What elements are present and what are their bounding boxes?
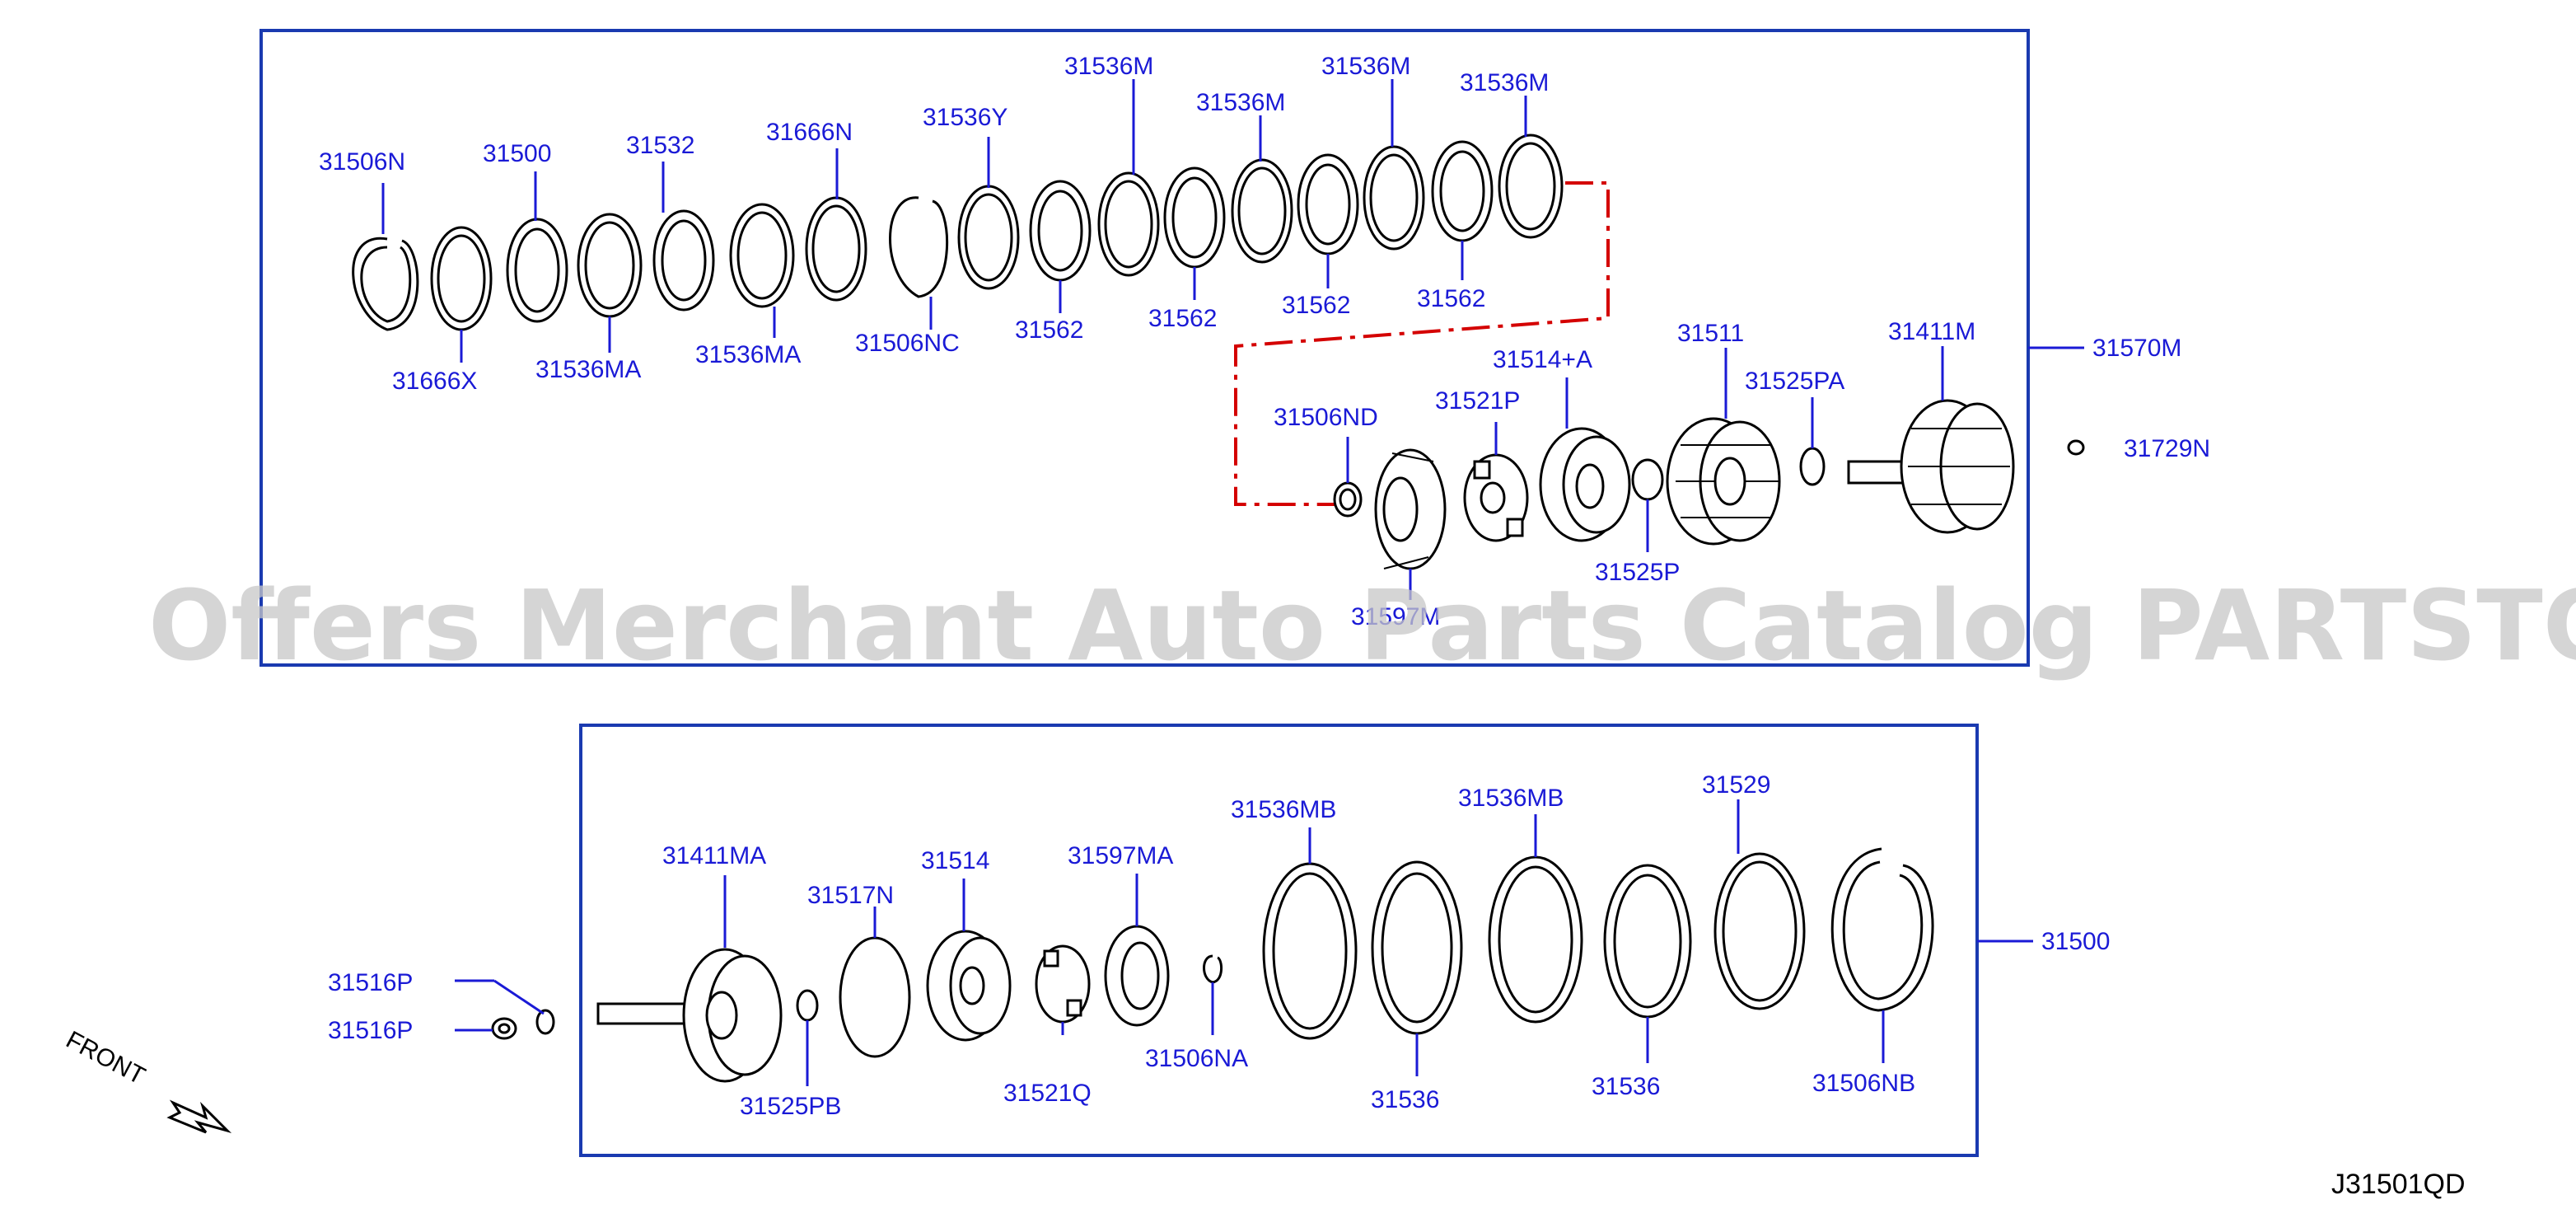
nut-31516P-b-part <box>535 1009 555 1035</box>
callout-31532: 31532 <box>626 132 694 159</box>
assembly-label-31500: 31500 <box>2041 928 2110 955</box>
assembly-label-31729N: 31729N <box>2124 435 2210 462</box>
seal-31517N-part <box>839 936 911 1058</box>
upper-ring-31500 <box>506 218 568 323</box>
callout-31517N: 31517N <box>807 882 894 909</box>
callout-31536MA-a: 31536MA <box>535 356 641 383</box>
upper-ring-31536M-a <box>1097 171 1160 277</box>
upper-ring-31536Y <box>957 185 1020 290</box>
callout-31536M-d: 31536M <box>1460 69 1549 96</box>
front-label: FRONT <box>62 1026 150 1090</box>
lower-ring-31529 <box>1713 852 1806 1010</box>
watermark-text: Offers Merchant Auto Parts Catalog PARTS… <box>148 569 2576 682</box>
drum-31514-part <box>926 930 1012 1042</box>
hub-31597MA-part <box>1104 925 1170 1027</box>
callout-31562-d: 31562 <box>1417 285 1485 312</box>
lower-ring-31536MB-b <box>1488 855 1583 1024</box>
callout-31411M: 31411M <box>1888 318 1975 345</box>
callout-31666N: 31666N <box>766 119 853 146</box>
front-arrow-icon <box>166 1099 232 1134</box>
callout-31666X: 31666X <box>392 368 477 395</box>
nut-31516P-a-part <box>491 1017 517 1040</box>
upper-ring-31506NC <box>889 196 949 298</box>
callout-31521Q: 31521Q <box>1003 1080 1092 1107</box>
o-ring-31525P-part <box>1631 458 1664 501</box>
shaft-drum-31411M-part <box>1847 399 2015 534</box>
callout-31536-b: 31536 <box>1592 1073 1660 1100</box>
callout-31536M-c: 31536M <box>1321 53 1410 80</box>
callout-31516P-b: 31516P <box>328 1017 413 1044</box>
lower-leaders <box>455 799 1885 1086</box>
callout-31506NB: 31506NB <box>1812 1070 1915 1097</box>
callout-31514A: 31514+A <box>1493 346 1592 373</box>
callout-31536MB-b: 31536MB <box>1458 785 1564 812</box>
callout-31536MA-b: 31536MA <box>695 341 801 368</box>
upper-ring-31536MA-b <box>729 203 795 308</box>
o-ring-31525PB-part <box>796 989 819 1022</box>
callout-31511: 31511 <box>1677 320 1744 347</box>
upper-ring-31536M-d <box>1498 134 1564 239</box>
lower-ring-31536MB-a <box>1262 862 1358 1040</box>
o-ring-31525PA-part <box>1799 447 1826 486</box>
callout-31525PA: 31525PA <box>1745 368 1844 395</box>
callout-31536-a: 31536 <box>1371 1086 1439 1113</box>
callout-31536M-a: 31536M <box>1064 53 1153 80</box>
hub-31597M-part <box>1374 448 1447 570</box>
callout-31411MA: 31411MA <box>662 842 766 869</box>
callout-31536MB-a: 31536MB <box>1231 796 1336 823</box>
callout-31597MA: 31597MA <box>1068 842 1173 869</box>
clutch-drum-31511-part <box>1666 417 1781 546</box>
alignment-dash-chain <box>1234 181 1610 506</box>
callout-31521P: 31521P <box>1435 387 1520 415</box>
lower-ring-31536-b <box>1603 864 1692 1019</box>
upper-ring-31666X <box>430 226 493 331</box>
upper-ring-31536MA-a <box>577 213 643 318</box>
callout-31562-b: 31562 <box>1148 305 1217 332</box>
callout-31506N: 31506N <box>319 148 405 176</box>
callout-31506ND: 31506ND <box>1274 404 1378 431</box>
upper-ring-31666N <box>805 196 867 302</box>
upper-leaders <box>381 79 1944 600</box>
lower-ring-31536-a <box>1371 860 1463 1035</box>
shaft-31411MA-part <box>596 948 783 1083</box>
snap-ring-31506NB-part <box>1830 847 1934 1012</box>
upper-ring-31562-c <box>1297 153 1359 255</box>
upper-ring-31562-b <box>1163 166 1226 269</box>
upper-ring-31536M-b <box>1231 158 1293 264</box>
callout-31529: 31529 <box>1702 771 1770 799</box>
small-ring-31506ND-part <box>1333 481 1363 518</box>
assembly-label-31570M: 31570M <box>2092 335 2181 362</box>
diagram-id: J31501QD <box>2331 1169 2466 1200</box>
callout-31536Y: 31536Y <box>923 104 1007 131</box>
small-ring-31729N-part <box>2067 439 2085 456</box>
drum-31514A-part <box>1539 427 1631 542</box>
carrier-31521P-part <box>1463 453 1529 542</box>
callout-31525PB: 31525PB <box>740 1093 841 1120</box>
callout-31514: 31514 <box>921 847 989 874</box>
upper-ring-31536M-c <box>1363 145 1425 251</box>
upper-ring-31562-a <box>1029 180 1092 282</box>
upper-ring-31532 <box>652 209 715 312</box>
callout-31597M: 31597M <box>1351 603 1440 630</box>
snap-ring-31506N-part <box>352 237 419 331</box>
carrier-31521Q-part <box>1035 944 1091 1024</box>
callout-31500: 31500 <box>483 140 551 167</box>
callout-31516P-a: 31516P <box>328 969 413 996</box>
callout-31506NC: 31506NC <box>855 330 960 357</box>
small-ring-31506NA-part <box>1203 954 1223 984</box>
callout-31536M-b: 31536M <box>1196 89 1285 116</box>
callout-31562-c: 31562 <box>1282 292 1350 319</box>
callout-31562-a: 31562 <box>1015 316 1083 344</box>
front-direction-indicator: FRONT <box>62 1026 232 1134</box>
upper-ring-31562-d <box>1431 140 1494 242</box>
callout-31525P: 31525P <box>1595 559 1680 586</box>
callout-31506NA: 31506NA <box>1145 1045 1248 1072</box>
